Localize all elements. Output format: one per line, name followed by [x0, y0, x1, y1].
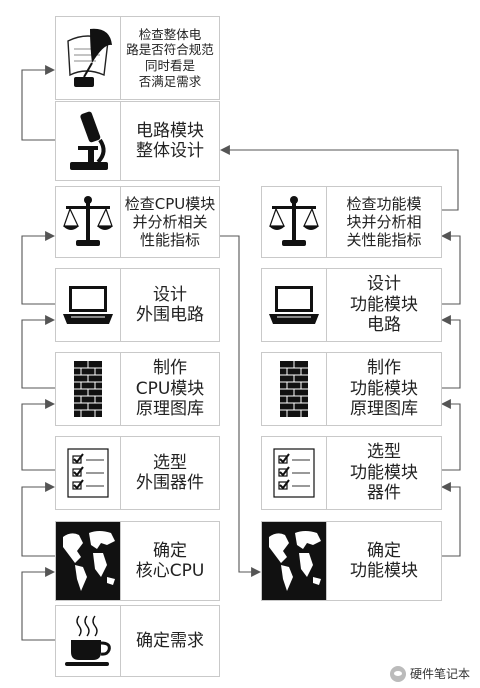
world-map-icon — [262, 522, 327, 600]
arrow-req-to-cpu — [21, 567, 55, 641]
laptop-icon — [56, 269, 121, 341]
confirm-func-label: 确定 功能模块 — [350, 540, 418, 581]
arrow-overall-to-check — [21, 65, 55, 141]
node-make-func-lib: 制作 功能模块 原理图库 — [261, 352, 442, 426]
design-periph-label: 设计 外围电路 — [136, 284, 204, 325]
world-map-icon — [56, 522, 121, 600]
watermark-text: 硬件笔记本 — [409, 667, 470, 681]
node-confirm-req: 确定需求 — [55, 605, 220, 677]
arrow-left-to-right — [219, 235, 261, 577]
coffee-cup-icon — [56, 606, 121, 676]
check-func-label: 检查功能模 块并分析相 关性能指标 — [346, 195, 422, 249]
arrow-design-to-check — [21, 231, 55, 305]
node-confirm-func: 确定 功能模块 — [261, 521, 442, 601]
node-design-periph: 设计 外围电路 — [55, 268, 220, 342]
node-select-periph: 选型 外围器件 — [55, 436, 220, 510]
select-periph-label: 选型 外围器件 — [136, 452, 204, 493]
node-check-cpu: 检查CPU模块 并分析相关 性能指标 — [55, 186, 220, 258]
confirm-req-label: 确定需求 — [136, 630, 204, 651]
make-func-lib-label: 制作 功能模块 原理图库 — [350, 358, 418, 420]
brick-wall-icon — [262, 353, 327, 425]
scales-icon — [56, 187, 121, 257]
confirm-cpu-label: 确定 核心CPU — [135, 540, 205, 581]
node-design-func: 设计 功能模块 电路 — [261, 268, 442, 342]
quill-scroll-icon — [56, 17, 121, 99]
select-func-label: 选型 功能模块 器件 — [350, 442, 418, 504]
node-check-overall: 检查整体电 路是否符合规范 同时看是 否满足需求 — [55, 16, 220, 100]
watermark: 硬件笔记本 — [389, 665, 470, 682]
design-func-label: 设计 功能模块 电路 — [350, 274, 418, 336]
microscope-icon — [56, 102, 121, 180]
brick-wall-icon — [56, 353, 121, 425]
check-overall-label: 检查整体电 路是否符合规范 同时看是 否满足需求 — [126, 26, 214, 89]
arrow-select-to-lib — [21, 399, 55, 471]
make-cpu-lib-label: 制作 CPU模块 原理图库 — [135, 358, 205, 420]
checklist-icon — [56, 437, 121, 509]
arrow-func-confirm-to-select — [441, 482, 461, 557]
arrow-cpu-to-select — [21, 482, 55, 557]
arrow-func-lib-to-design — [441, 315, 461, 389]
arrow-func-design-to-check — [441, 231, 461, 305]
wechat-logo-icon — [389, 665, 406, 682]
arrow-func-check-to-overall — [220, 145, 459, 211]
node-check-func: 检查功能模 块并分析相 关性能指标 — [261, 186, 442, 258]
checklist-icon — [262, 437, 327, 509]
arrow-func-select-to-lib — [441, 399, 461, 471]
scales-icon — [262, 187, 327, 257]
node-select-func: 选型 功能模块 器件 — [261, 436, 442, 510]
node-confirm-cpu: 确定 核心CPU — [55, 521, 220, 601]
check-cpu-label: 检查CPU模块 并分析相关 性能指标 — [124, 195, 216, 249]
node-make-cpu-lib: 制作 CPU模块 原理图库 — [55, 352, 220, 426]
node-design-overall: 电路模块 整体设计 — [55, 101, 220, 181]
design-overall-label: 电路模块 整体设计 — [136, 120, 204, 161]
arrow-lib-to-design — [21, 315, 55, 389]
laptop-icon — [262, 269, 327, 341]
